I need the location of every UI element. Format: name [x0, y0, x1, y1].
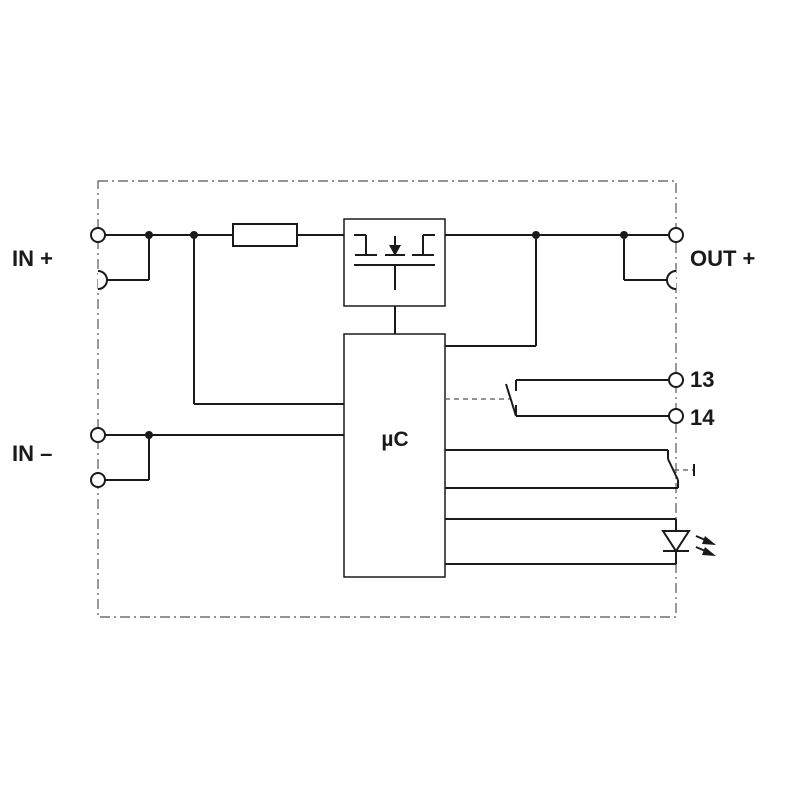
microcontroller-label: µC — [381, 428, 408, 451]
label-contact-13: 13 — [690, 367, 714, 392]
terminal-14 — [668, 408, 684, 424]
terminal-in-plus-2 — [97, 270, 108, 290]
junction-dot-icon — [145, 231, 153, 239]
in-plus-rail — [105, 234, 671, 405]
microcontroller-block: µC — [343, 333, 446, 578]
terminals — [90, 227, 684, 488]
housing-outline — [97, 180, 677, 618]
label-contact-14: 14 — [690, 405, 715, 430]
label-in-minus: IN – — [12, 441, 52, 466]
junction-dots — [145, 231, 628, 439]
junction-dot-icon — [145, 431, 153, 439]
label-in-plus: IN + — [12, 246, 53, 271]
mosfet-icon — [343, 218, 446, 334]
label-out-plus: OUT + — [690, 246, 755, 271]
terminal-in-minus-2 — [90, 472, 106, 488]
terminal-out-plus-1 — [668, 227, 684, 243]
relay-contact-icon — [445, 379, 669, 417]
junction-dot-icon — [532, 231, 540, 239]
fuse-icon — [232, 223, 298, 247]
junction-dot-icon — [620, 231, 628, 239]
junction-dot-icon — [190, 231, 198, 239]
terminal-in-minus-1 — [90, 427, 106, 443]
terminal-in-plus-1 — [90, 227, 106, 243]
pushbutton-icon — [445, 449, 695, 489]
terminal-out-plus-2 — [666, 270, 677, 290]
in-minus-rail — [105, 434, 344, 481]
led-icon — [445, 518, 716, 565]
terminal-13 — [668, 372, 684, 388]
